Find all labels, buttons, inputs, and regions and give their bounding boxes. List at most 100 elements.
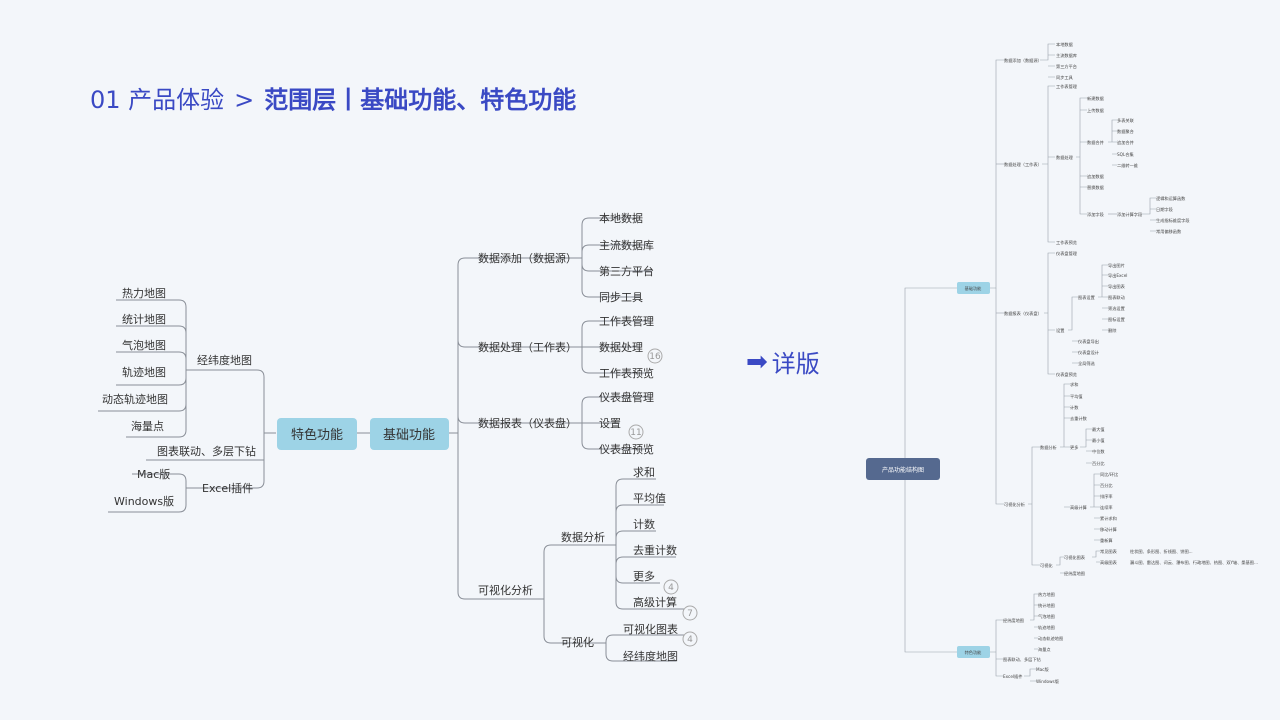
detail-special[interactable]: 特色功能 [965,649,983,656]
detail-leaf[interactable]: 全局筛选 [1078,360,1096,367]
detail-leaf[interactable]: 删除 [1108,327,1117,334]
leaf-main-db[interactable]: 主流数据库 [599,238,654,252]
branch-chart-linkage[interactable]: 图表联动、多层下钻 [157,444,256,458]
detail-leaf[interactable]: 同步工具 [1056,75,1074,81]
leaf-heat-map[interactable]: 热力地图 [122,287,166,300]
detail-leaf[interactable]: 工作表预览 [1056,239,1077,246]
leaf-data-process[interactable]: 数据处理 [599,340,643,354]
branch-data-report[interactable]: 数据报表（仪表盘） [478,416,577,430]
leaf-dynamic-track-map[interactable]: 动态轨迹地图 [102,392,168,406]
branch-data-source[interactable]: 数据添加（数据源） [478,251,577,265]
detail-leaf[interactable]: 生成指标维度字段 [1156,217,1190,224]
detail-leaf[interactable]: 日期字段 [1156,206,1174,213]
leaf-third-party[interactable]: 第三方平台 [599,264,654,278]
detail-leaf[interactable]: 计数 [1070,404,1079,411]
basic-node[interactable]: 基础功能 [383,428,435,443]
detail-leaf[interactable]: 经纬度地图 [1003,617,1024,624]
detail-leaf[interactable]: 导出图表 [1108,283,1126,290]
special-node[interactable]: 特色功能 [291,427,343,443]
detail-leaf[interactable]: 平均值 [1070,393,1083,400]
leaf-more[interactable]: 更多 [633,569,655,583]
collapse-badge[interactable]: 4 [687,635,693,645]
collapse-badge[interactable]: 4 [668,583,674,593]
leaf-track-map[interactable]: 轨迹地图 [122,365,166,379]
detail-root[interactable]: 产品功能结构图 [882,466,924,474]
detail-leaf[interactable]: 添加计算字段 [1117,211,1143,218]
detail-leaf[interactable]: 连续率 [1100,504,1113,511]
detail-leaf[interactable]: 常用偏移函数 [1156,228,1182,235]
detail-leaf[interactable]: 可视化图表 [1064,554,1086,561]
detail-leaf[interactable]: 设置 [1056,327,1064,334]
detail-source[interactable]: 数据添加（数据源） [1004,57,1042,64]
leaf-local-data[interactable]: 本地数据 [599,211,643,225]
detail-leaf[interactable]: 百分比 [1092,460,1105,467]
detail-leaf[interactable]: 主流数据库 [1056,52,1077,59]
detail-leaf[interactable]: 图表联动、多层下钻 [1003,656,1041,663]
branch-geo-map[interactable]: 经纬度地图 [197,353,252,367]
detail-leaf[interactable]: 移动计算 [1100,526,1117,533]
detail-leaf[interactable]: 百分比 [1100,482,1113,489]
leaf-count[interactable]: 计数 [633,518,655,531]
detail-leaf[interactable]: 同比/环比 [1100,471,1118,478]
detail-basic[interactable]: 基础功能 [965,285,983,292]
detail-visual[interactable]: 可视化分析 [1004,501,1025,508]
detail-leaf[interactable]: 数据聚合 [1117,128,1135,135]
leaf-dashboard-manage[interactable]: 仪表盘管理 [599,390,654,404]
detail-leaf[interactable]: 常见图表 [1100,548,1118,555]
detail-leaf[interactable]: 去重计数 [1070,415,1088,422]
detail-leaf[interactable]: Mac版 [1036,666,1049,673]
detail-leaf[interactable]: 工作表管理 [1056,83,1078,90]
detail-report[interactable]: 数据报表（仪表盘） [1004,310,1042,317]
leaf-sync-tool[interactable]: 同步工具 [599,291,643,304]
leaf-sheet-manage[interactable]: 工作表管理 [599,314,654,328]
detail-leaf[interactable]: 最小值 [1092,437,1105,444]
detail-leaf[interactable]: 追加合并 [1117,139,1134,146]
detail-leaf[interactable]: 图标设置 [1108,316,1125,323]
detail-leaf[interactable]: Excel插件 [1003,673,1022,680]
detail-leaf[interactable]: 最大值 [1092,426,1105,433]
detail-leaf[interactable]: 逻辑和运算函数 [1156,195,1186,202]
detail-leaf[interactable]: 新建数据 [1087,95,1104,102]
detail-leaf[interactable]: 柱状图、条形图、折线图、饼图... [1130,548,1193,555]
detail-leaf[interactable]: 高级计算 [1070,504,1087,511]
detail-leaf[interactable]: 替换数据 [1087,184,1104,191]
leaf-sum[interactable]: 求和 [633,466,655,479]
detail-process[interactable]: 数据处理（工作表） [1004,161,1042,168]
collapse-badge[interactable]: 16 [649,352,661,362]
branch-excel-plugin[interactable]: Excel插件 [202,481,253,495]
leaf-mass-points[interactable]: 海量点 [131,419,164,433]
detail-leaf[interactable]: 求和 [1070,381,1078,388]
detail-leaf[interactable]: 更多 [1070,444,1078,451]
detail-leaf[interactable]: 仪表盘预览 [1056,371,1077,378]
branch-visual-analysis[interactable]: 可视化分析 [478,583,533,597]
detail-leaf[interactable]: 仪表盘设计 [1078,349,1099,356]
leaf-mac[interactable]: Mac版 [137,467,170,481]
leaf-advanced-calc[interactable]: 高级计算 [633,595,677,609]
detail-leaf[interactable]: 海量点 [1038,646,1051,653]
detail-leaf[interactable]: 中位数 [1092,448,1105,455]
leaf-distinct-count[interactable]: 去重计数 [633,543,677,557]
detail-leaf[interactable]: 图表联动 [1108,294,1125,301]
detail-leaf[interactable]: 二维转一维 [1117,162,1138,169]
sub-visualization[interactable]: 可视化 [561,635,594,649]
detail-leaf[interactable]: 上传数据 [1087,107,1104,114]
leaf-windows[interactable]: Windows版 [114,494,174,508]
sub-data-analysis[interactable]: 数据分析 [561,530,605,544]
collapse-badge[interactable]: 11 [630,428,641,438]
leaf-dashboard-preview[interactable]: 仪表盘预览 [599,442,654,456]
detail-leaf[interactable]: SQL合集 [1117,151,1134,158]
detail-leaf[interactable]: 仪表盘管理 [1056,250,1078,257]
detail-leaf[interactable]: 图表设置 [1078,294,1095,301]
leaf-sheet-preview[interactable]: 工作表预览 [599,366,654,380]
leaf-bubble-map[interactable]: 气泡地图 [122,338,166,352]
collapse-badge[interactable]: 7 [687,609,693,619]
detail-leaf[interactable]: 添加字段 [1087,211,1105,218]
leaf-average[interactable]: 平均值 [633,492,666,505]
detail-link[interactable]: ➡ 详版 [746,344,820,379]
leaf-settings[interactable]: 设置 [599,417,621,430]
detail-leaf[interactable]: 经纬度地图 [1064,570,1085,577]
detail-leaf[interactable]: 多表关联 [1117,117,1135,124]
detail-leaf[interactable]: 排序率 [1100,493,1113,500]
detail-leaf[interactable]: 统计地图 [1038,602,1055,609]
detail-leaf[interactable]: 高级图表 [1100,559,1118,566]
